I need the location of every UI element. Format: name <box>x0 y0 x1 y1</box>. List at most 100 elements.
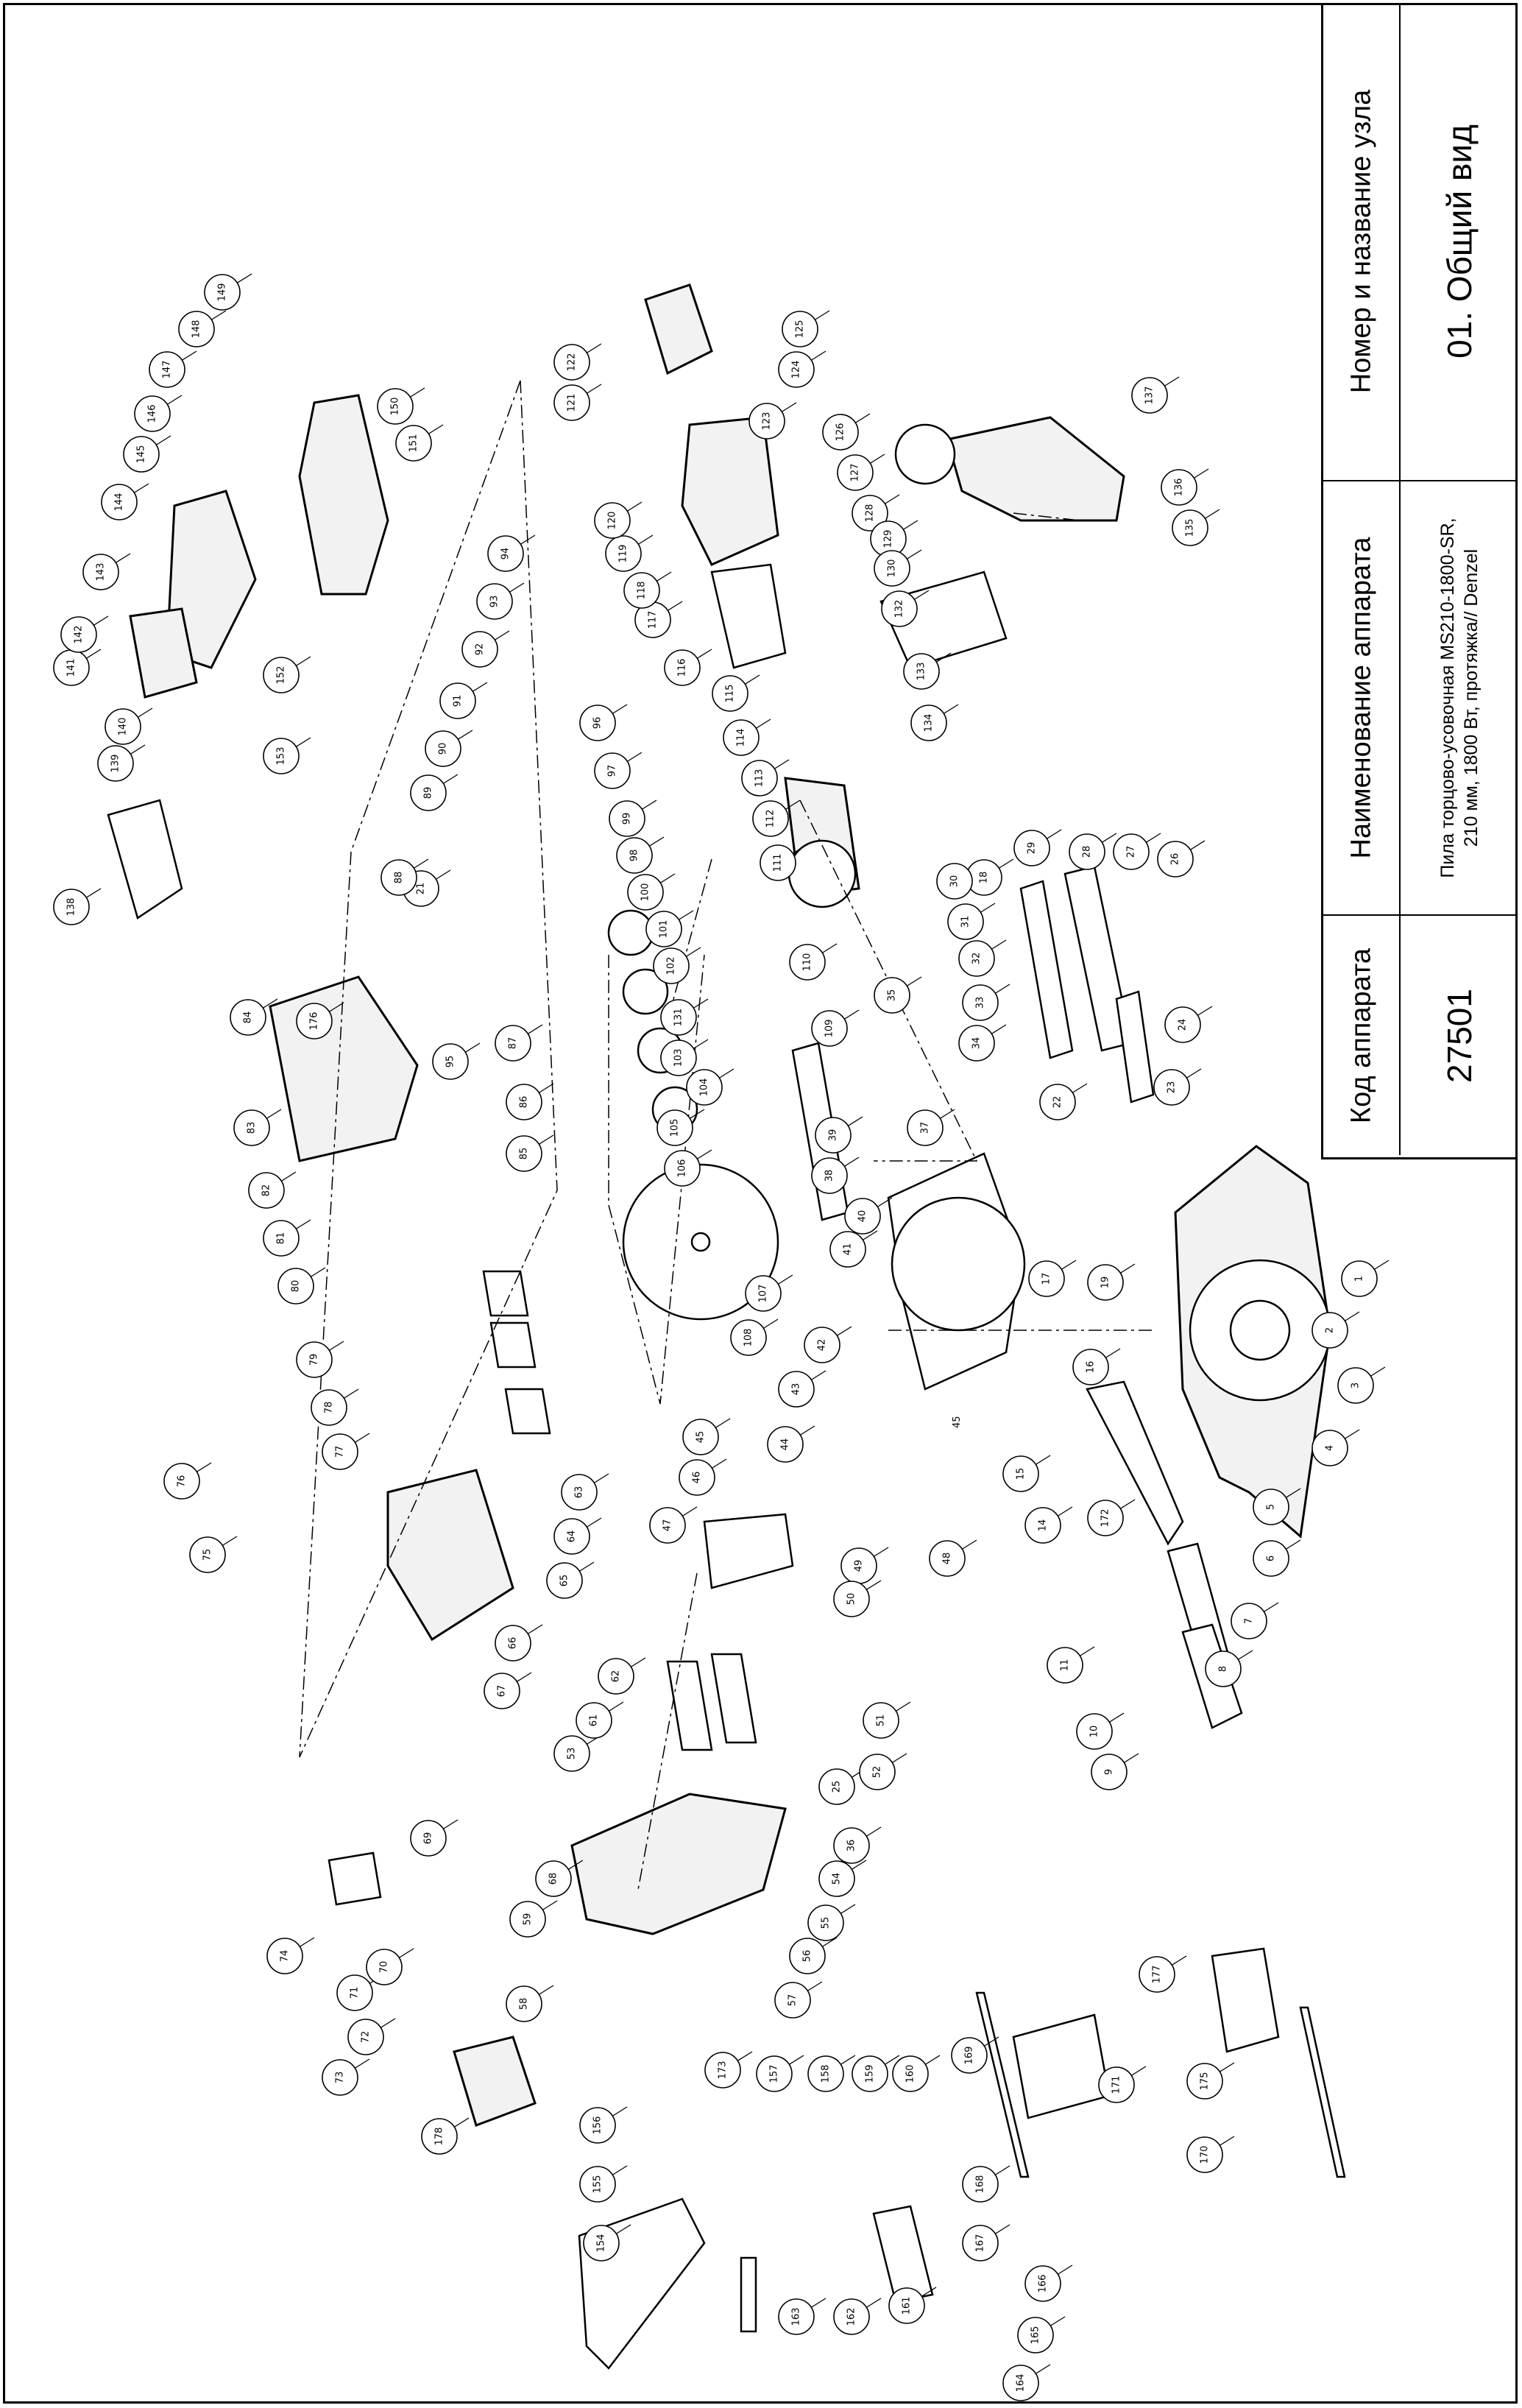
callout-number: 100 <box>640 883 651 902</box>
callout-number: 171 <box>1111 2076 1122 2094</box>
callout-circle <box>936 863 973 900</box>
callout-circle <box>60 616 97 653</box>
callout-number: 29 <box>1027 842 1038 855</box>
exploded-parts-diagram: 1234567891011141516171819212223242526272… <box>53 273 1390 2401</box>
code-value-cell: 27501 <box>1401 916 1518 1155</box>
callout-number: 90 <box>438 743 449 755</box>
callout-number: 163 <box>791 2308 802 2326</box>
callout-circle <box>82 554 119 590</box>
callout-circle <box>322 2059 358 2096</box>
callout-number: 61 <box>589 1715 600 1727</box>
callout-number: 38 <box>824 1170 835 1182</box>
callout-circle <box>97 745 134 782</box>
callout-circle <box>818 1768 855 1805</box>
callout-number: 80 <box>291 1280 302 1293</box>
callout-number: 146 <box>147 405 158 423</box>
callout-circle <box>1113 833 1150 870</box>
callout-number: 44 <box>780 1438 791 1451</box>
callout-number: 119 <box>618 545 629 563</box>
callout-number: 62 <box>611 1670 622 1683</box>
callout-circle <box>653 947 690 984</box>
callout-circle <box>248 1172 285 1209</box>
callout-number: 148 <box>191 320 202 339</box>
callout-number: 67 <box>497 1685 508 1698</box>
callout-circle <box>609 800 645 837</box>
callout-circle <box>1172 509 1208 546</box>
callout-circle <box>535 1860 572 1897</box>
callout-number: 70 <box>379 1961 390 1974</box>
callout-number: 77 <box>335 1446 346 1458</box>
callout-number: 153 <box>276 747 287 766</box>
callout-number: 28 <box>1082 846 1093 858</box>
callout-number: 3 <box>1351 1383 1362 1388</box>
callout-number: 94 <box>500 548 512 560</box>
callout-circle <box>874 550 910 587</box>
callout-circle <box>1164 1006 1201 1043</box>
callout-number: 115 <box>725 685 736 703</box>
callout-circle <box>546 1562 583 1599</box>
callout-number: 99 <box>622 813 633 825</box>
callout-circle <box>774 1982 811 2019</box>
name-header: Наименование аппарата <box>1345 537 1376 859</box>
callout-number: 25 <box>832 1781 843 1793</box>
callout-number: 73 <box>335 2072 346 2084</box>
callout-number: 16 <box>1086 1361 1097 1374</box>
callout-circle <box>439 682 476 719</box>
callout-circle <box>579 2107 616 2144</box>
callout-number: 155 <box>592 2175 604 2194</box>
assembly-value: 01. Общий вид <box>1440 124 1479 359</box>
callout-circle <box>782 311 818 347</box>
callout-number: 33 <box>975 997 986 1009</box>
callout-number: 47 <box>662 1519 673 1532</box>
callout-number: 24 <box>1178 1019 1189 1031</box>
callout-circle <box>833 1827 870 1864</box>
callout-number: 111 <box>773 854 784 872</box>
callout-number: 31 <box>960 916 971 928</box>
callout-circle <box>951 2037 988 2074</box>
callout-circle <box>752 800 789 837</box>
callout-circle <box>605 535 642 572</box>
callout-number: 34 <box>971 1037 983 1050</box>
callout-circle <box>123 436 160 473</box>
callout-circle <box>833 2298 870 2335</box>
callout-number: 50 <box>846 1593 857 1606</box>
callout-number: 164 <box>1016 2374 1027 2393</box>
callout-circle <box>745 1275 782 1312</box>
callout-number: 158 <box>821 2065 832 2083</box>
callout-number: 82 <box>261 1184 272 1197</box>
callout-number: 150 <box>390 398 401 416</box>
callout-number: 152 <box>276 666 287 685</box>
callout-number: 160 <box>905 2065 916 2083</box>
callout-number: 85 <box>519 1148 530 1160</box>
callout-circle <box>767 1426 804 1463</box>
callout-circle <box>1253 1489 1289 1525</box>
callout-circle <box>263 1220 300 1257</box>
callout-circle <box>1039 1084 1076 1120</box>
callout-number: 52 <box>872 1766 883 1779</box>
callout-circle <box>852 495 888 532</box>
callout-number: 106 <box>677 1159 688 1178</box>
callout-circle <box>903 653 940 690</box>
callout-number: 68 <box>548 1873 559 1885</box>
callout-circle <box>778 351 815 388</box>
callout-circle <box>553 384 590 421</box>
callout-number: 51 <box>876 1715 887 1727</box>
callout-circle <box>1098 2066 1135 2103</box>
callout-number: 133 <box>916 663 927 681</box>
callout-number: 101 <box>659 920 670 939</box>
callout-circle <box>656 1109 693 1146</box>
callout-number: 151 <box>408 434 420 453</box>
callout-number: 103 <box>673 1049 684 1067</box>
callout-number: 110 <box>802 953 813 972</box>
callout-number: 4 <box>1325 1445 1336 1451</box>
callout-number: 177 <box>1152 1966 1163 1984</box>
callout-number: 125 <box>795 320 806 339</box>
callout-number: 55 <box>821 1917 832 1929</box>
callout-number: 86 <box>519 1096 530 1109</box>
callout-circle <box>723 719 760 756</box>
callout-number: 117 <box>648 611 659 629</box>
callout-number: 14 <box>1038 1519 1049 1532</box>
callout-circle <box>730 1319 767 1356</box>
callout-circle <box>134 395 171 432</box>
callout-circle <box>962 2166 999 2203</box>
